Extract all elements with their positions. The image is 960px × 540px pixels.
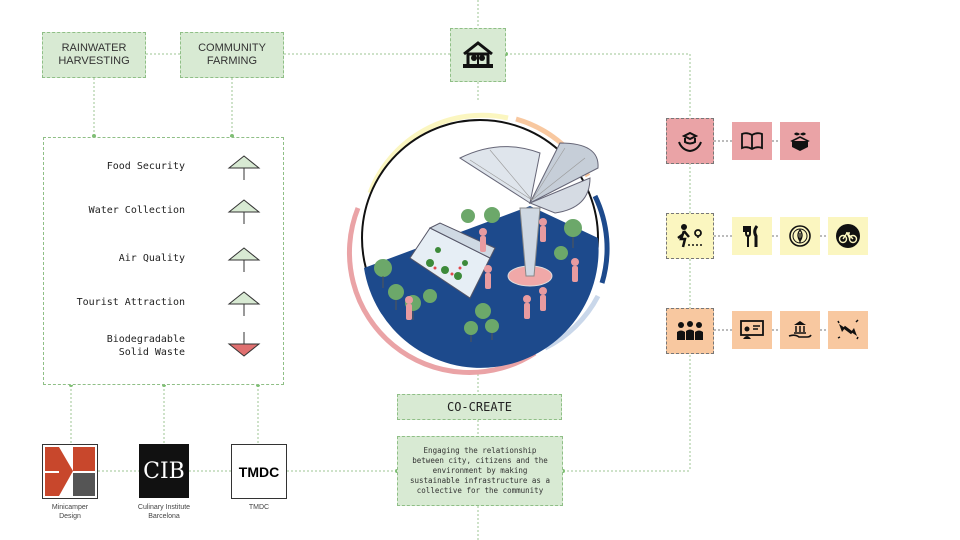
leaf-coin-icon (780, 217, 820, 255)
fork-knife-icon (732, 217, 772, 255)
indicator-label: Tourist Attraction (76, 297, 185, 308)
trend-up-arrow (227, 291, 261, 316)
minicamper-logo (42, 444, 98, 499)
indicator-label: Food Security (106, 161, 185, 172)
community-group-icon (666, 308, 714, 354)
walking-route-icon (666, 213, 714, 259)
cocreate-title: CO-CREATE (397, 394, 562, 420)
indicator-label: Water Collection (88, 205, 185, 216)
cib-logo: CIB (139, 444, 189, 498)
museum-hand-icon (780, 311, 820, 349)
community-hub-icon (450, 28, 506, 82)
minicamper-caption: Minicamper Design (51, 504, 89, 520)
community-farming-box: COMMUNITY FARMING (180, 32, 284, 78)
cib-caption: Culinary Institute Barcelona (137, 504, 191, 520)
indicator-label: Biodegradable Solid Waste (106, 334, 185, 358)
indicator-label: Air Quality (118, 253, 185, 264)
trend-up-arrow (227, 247, 261, 272)
rainwater-harvesting-box: RAINWATER HARVESTING (42, 32, 146, 78)
trend-up-arrow (227, 155, 261, 180)
trend-up-arrow (227, 199, 261, 224)
handshake-icon (828, 311, 868, 349)
hands-heart-icon (666, 118, 714, 164)
book-icon (732, 122, 772, 160)
trend-down-arrow (227, 332, 261, 357)
tmdc-logo: TMDC (231, 444, 287, 499)
seedling-box-icon (780, 122, 820, 160)
presentation-icon (732, 311, 772, 349)
urban-farm-illustration (346, 112, 610, 375)
tmdc-caption: TMDC (248, 504, 270, 511)
bicycle-icon (828, 217, 868, 255)
cocreate-description: Engaging the relationship between city, … (397, 436, 563, 506)
